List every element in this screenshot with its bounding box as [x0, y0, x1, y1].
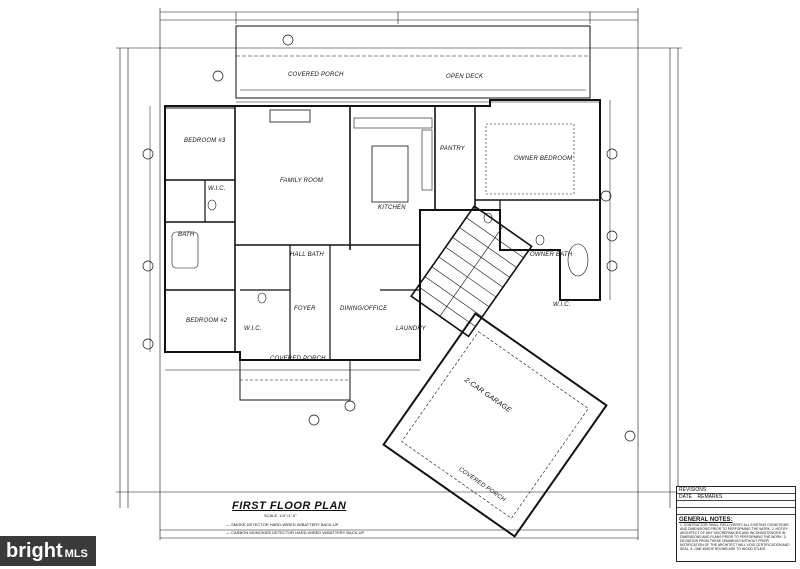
legend-smoke-detector: — SMOKE DETECTOR HARD-WIRED W/BATTERY BA…	[226, 522, 339, 527]
room-label-covered-porch-front: COVERED PORCH	[270, 356, 326, 362]
room-label-wic-1: W.I.C.	[208, 186, 226, 192]
room-label-bedroom-3: BEDROOM #3	[184, 138, 226, 144]
plan-title: FIRST FLOOR PLAN	[232, 500, 347, 512]
room-label-laundry: LAUNDRY	[396, 326, 426, 332]
revisions-columns: DATE REMARKS	[677, 494, 795, 501]
watermark-brand: bright	[6, 540, 63, 562]
revisions-header: REVISIONS	[677, 487, 795, 494]
revision-row	[677, 501, 795, 508]
room-label-open-deck: OPEN DECK	[446, 74, 484, 80]
room-label-foyer: FOYER	[294, 306, 316, 312]
plan-scale: SCALE: 1/4"=1'-0"	[264, 513, 297, 518]
general-notes-heading: GENERAL NOTES:	[679, 517, 733, 523]
room-label-wic-3: W.I.C.	[244, 326, 262, 332]
room-label-owner-bath: OWNER BATH	[530, 252, 573, 258]
general-notes-text: 1. CONTRACTOR SHALL FIELD VERIFY ALL EXI…	[680, 523, 790, 551]
room-label-bath: BATH	[178, 232, 195, 238]
detector-legend: — SMOKE DETECTOR HARD-WIRED W/BATTERY BA…	[226, 521, 364, 537]
room-label-hall-bath: HALL BATH	[290, 252, 324, 258]
room-label-dining-office: DINING/OFFICE	[340, 306, 388, 312]
date-column: DATE	[679, 494, 692, 500]
remarks-column: REMARKS	[697, 494, 723, 500]
revision-row	[677, 508, 795, 515]
watermark-suffix: MLS	[64, 548, 88, 560]
room-label-kitchen: KITCHEN	[378, 205, 406, 211]
room-label-wic-2: W.I.C.	[553, 302, 571, 308]
legend-co-detector: — CARBON MONOXIDE DETECTOR HARD-WIRED W/…	[226, 530, 365, 535]
room-label-owner-bedroom: OWNER BEDROOM	[514, 156, 573, 162]
room-label-covered-porch: COVERED PORCH	[288, 72, 344, 78]
room-label-pantry: PANTRY	[440, 146, 465, 152]
title-block: REVISIONS DATE REMARKS GENERAL NOTES: 1.…	[676, 486, 796, 562]
room-label-family-room: FAMILY ROOM	[280, 178, 324, 184]
room-label-bedroom-2: BEDROOM #2	[186, 318, 228, 324]
